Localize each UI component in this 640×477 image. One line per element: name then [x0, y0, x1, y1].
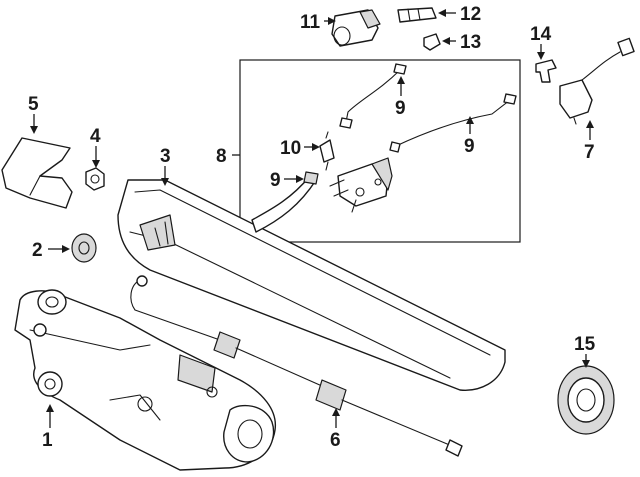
- part-9-hose-upper: [339, 63, 407, 129]
- callout-13: 13: [460, 32, 481, 53]
- callout-6: 6: [330, 430, 341, 451]
- part-8-valve-assembly: [329, 157, 393, 213]
- part-6-hose: [130, 275, 463, 457]
- part-10-check-valve: [319, 131, 335, 171]
- callout-5: 5: [28, 94, 39, 115]
- callout-9-right: 9: [464, 136, 475, 157]
- part-11-connector: [331, 9, 381, 47]
- callout-11: 11: [300, 12, 321, 33]
- part-15-grommet: [557, 365, 615, 435]
- part-12-nozzle: [397, 7, 437, 23]
- part-13-connector: [423, 33, 441, 51]
- part-9-hose-left: [251, 171, 319, 233]
- part-1-wiper-motor: [14, 289, 277, 471]
- kit-bracket-box: [239, 59, 521, 243]
- callout-4: 4: [90, 126, 101, 147]
- callout-12: 12: [460, 4, 481, 25]
- callout-9-left: 9: [270, 170, 281, 191]
- part-9-hose-right: [389, 93, 517, 153]
- part-5-cover: [1, 137, 73, 209]
- callout-10: 10: [280, 138, 301, 159]
- callout-3: 3: [160, 146, 171, 167]
- part-3-wiper-arm: [117, 179, 506, 391]
- callout-14: 14: [530, 24, 552, 45]
- part-2-cap: [71, 233, 97, 263]
- callout-8: 8: [216, 146, 227, 167]
- callout-7: 7: [584, 142, 595, 163]
- part-4-nut: [85, 167, 105, 191]
- callout-1: 1: [42, 430, 53, 451]
- callout-2: 2: [32, 240, 43, 261]
- part-7-pump: [559, 37, 635, 125]
- part-14-tee: [535, 59, 557, 83]
- callout-15: 15: [574, 334, 596, 355]
- callout-9-upper: 9: [395, 98, 406, 119]
